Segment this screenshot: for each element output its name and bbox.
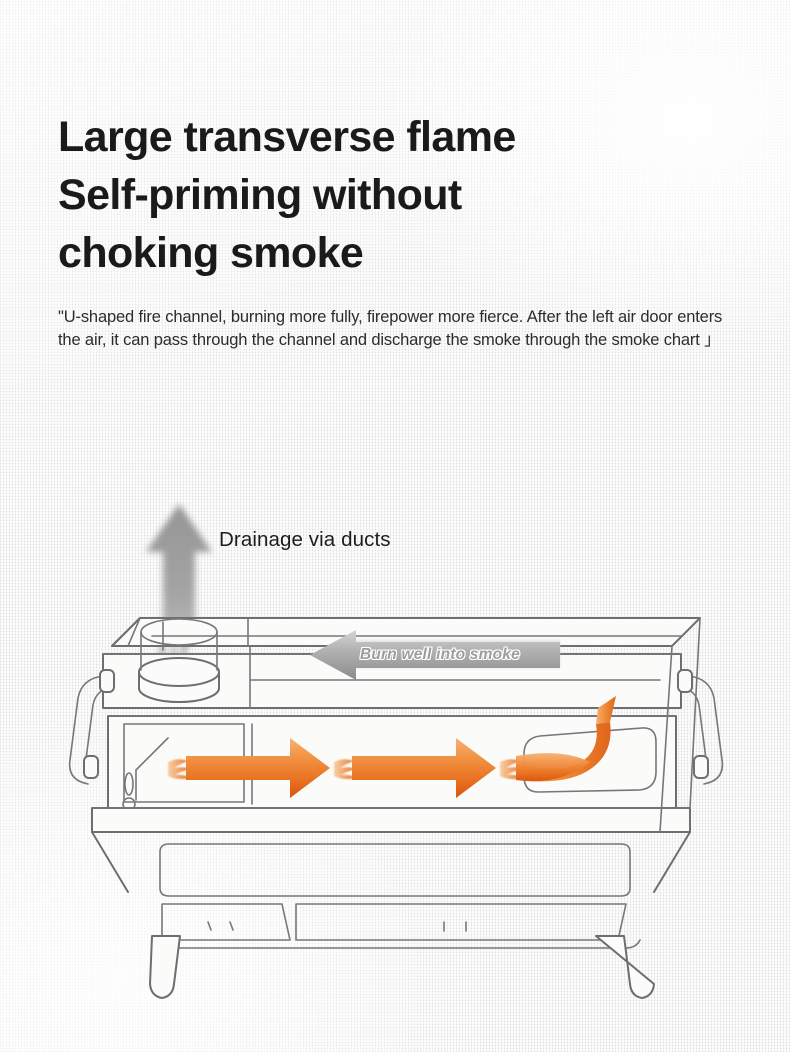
up-arrow-icon (146, 504, 212, 640)
page-title-line-2: Self-priming without (58, 171, 462, 219)
stove-body-outline (68, 617, 724, 999)
flame-wisp-3 (500, 759, 523, 780)
left-arrow-icon (310, 630, 560, 680)
drainage-label: Drainage via ducts (219, 528, 391, 551)
drawer-tick-marks (207, 921, 467, 932)
stove-diagram: .ln { fill:none; stroke:#6e6e72; stroke-… (0, 440, 790, 1000)
page-title-line-3: choking smoke (58, 229, 364, 277)
flame-wisp-2 (334, 759, 357, 780)
flame-wisp-1 (168, 759, 191, 780)
text-block: Large transverse flame Self-priming with… (58, 108, 758, 369)
stove-leg-left (149, 935, 181, 999)
stove-leg-right (595, 935, 655, 999)
smoke-flow-banner (310, 630, 560, 680)
body-paragraph: "U-shaped fire channel, burning more ful… (58, 308, 723, 349)
right-arrow-icon (352, 738, 496, 798)
right-arrow-icon (186, 738, 330, 798)
smoke-banner-label: Burn well into smoke (360, 646, 520, 663)
handle-left (68, 669, 115, 785)
stove-line-art: .ln { fill:none; stroke:#6e6e72; stroke-… (68, 504, 724, 999)
u-turn-flame-icon (516, 696, 616, 782)
handle-right (677, 669, 724, 785)
flue-collar (138, 618, 220, 703)
page-title-line-1: Large transverse flame (58, 113, 516, 161)
flame-flow-arrows (168, 696, 616, 798)
